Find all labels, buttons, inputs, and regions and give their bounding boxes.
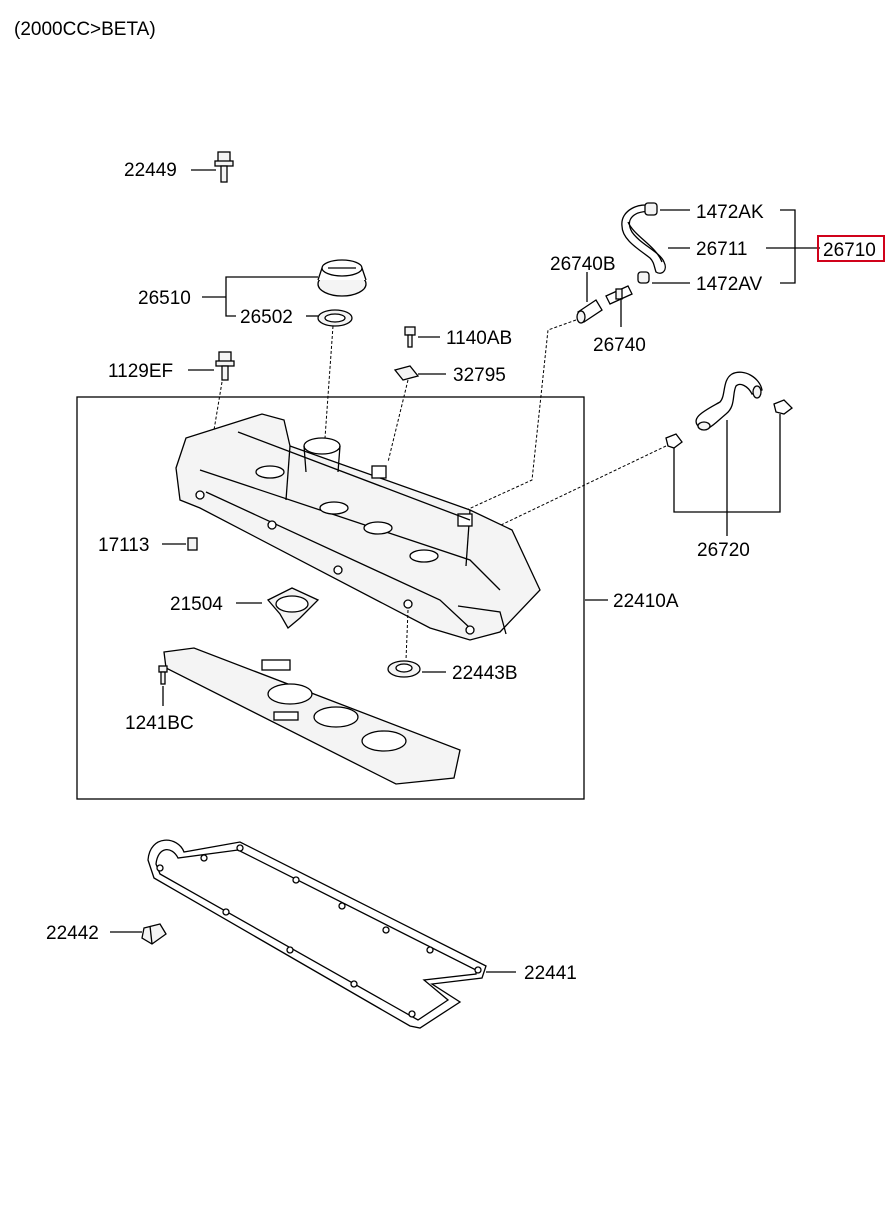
grommet-22443B-part: [387, 660, 421, 678]
pcv-valve-26740-part: [605, 285, 633, 305]
pcv-grommet-26740B-part: [576, 299, 603, 324]
gasket-22441-part: [147, 839, 487, 1029]
diagram-header: (2000CC>BETA): [14, 19, 156, 40]
hose-clip-right-part: [773, 399, 793, 415]
breather-hose-26711-part: [621, 202, 666, 284]
cap-17113-part: [187, 537, 198, 551]
label-26740[interactable]: 26740: [593, 335, 646, 356]
label-1140AB[interactable]: 1140AB: [446, 328, 512, 349]
label-17113[interactable]: 17113: [98, 535, 149, 556]
label-22442[interactable]: 22442: [46, 923, 99, 944]
label-22443B[interactable]: 22443B: [452, 663, 518, 684]
cap-gasket-26502-part: [317, 309, 353, 327]
label-26710[interactable]: 26710: [823, 240, 876, 261]
label-1472AV[interactable]: 1472AV: [696, 274, 763, 295]
seal-21504-part: [266, 587, 320, 629]
bolt-22449-part: [214, 151, 234, 183]
label-21504[interactable]: 21504: [170, 594, 223, 615]
label-26720[interactable]: 26720: [697, 540, 750, 561]
highlight-26710: [817, 235, 885, 262]
label-22441[interactable]: 22441: [524, 963, 577, 984]
label-1241BC[interactable]: 1241BC: [125, 713, 194, 734]
baffle-plate-part: [163, 647, 461, 785]
label-26711[interactable]: 26711: [696, 239, 747, 260]
plug-22442-part: [141, 923, 167, 945]
rocker-cover-body-part: [175, 413, 541, 641]
screw-1241BC-part: [158, 665, 168, 685]
assembly-frame-22410A: [76, 396, 585, 800]
bolt-1140AB-part: [404, 326, 416, 348]
hose-clip-left-part: [665, 433, 683, 449]
label-1472AK[interactable]: 1472AK: [696, 202, 764, 223]
bolt-1129EF-part: [215, 351, 235, 381]
clip-32795-part: [393, 365, 420, 381]
label-1129EF[interactable]: 1129EF: [108, 361, 173, 382]
ventilation-hose-26720-part: [695, 371, 763, 431]
label-32795[interactable]: 32795: [453, 365, 506, 386]
label-26502[interactable]: 26502: [240, 307, 293, 328]
label-26740B[interactable]: 26740B: [550, 254, 616, 275]
oil-filler-cap-26510-part: [317, 259, 367, 297]
label-26510[interactable]: 26510: [138, 288, 191, 309]
label-22449[interactable]: 22449: [124, 160, 177, 181]
label-22410A[interactable]: 22410A: [613, 591, 679, 612]
